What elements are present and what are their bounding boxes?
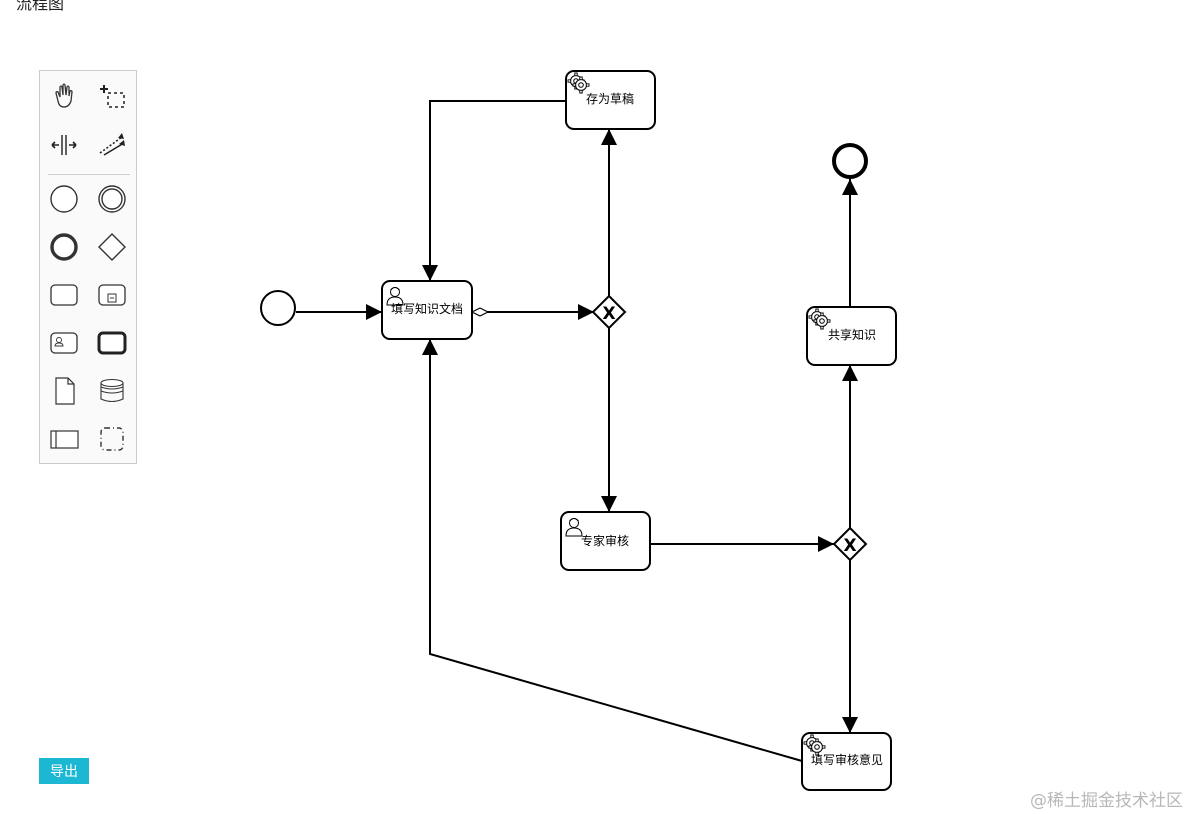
participant-icon[interactable] (46, 421, 82, 457)
call-activity-icon[interactable] (94, 325, 130, 361)
gateway-marker-1: X (602, 304, 615, 324)
exclusive-gateway-2[interactable]: X (832, 526, 868, 562)
task-expert-review[interactable]: 专家审核 (560, 511, 651, 571)
space-tool-icon[interactable] (46, 127, 82, 163)
watermark: @稀土掘金技术社区 (1030, 791, 1183, 811)
lasso-tool-icon[interactable] (94, 79, 130, 115)
gateway-icon[interactable] (94, 229, 130, 265)
tool-palette (39, 70, 137, 464)
palette-divider (48, 174, 130, 175)
flow-fillreview-to-fill[interactable] (422, 339, 803, 762)
task-save-draft-label: 存为草稿 (586, 91, 634, 106)
user-task-icon[interactable] (46, 325, 82, 361)
task-fill-review-label: 填写审核意见 (811, 752, 883, 767)
flow-draft-to-fill[interactable] (422, 100, 566, 281)
task-fill-doc-label: 填写知识文档 (391, 301, 463, 316)
hand-tool-icon[interactable] (46, 79, 82, 115)
start-event[interactable] (260, 290, 296, 326)
task-fill-doc[interactable]: 填写知识文档 (381, 280, 473, 340)
intermediate-event-icon[interactable] (94, 181, 130, 217)
task-icon[interactable] (46, 277, 82, 313)
data-object-icon[interactable] (46, 373, 82, 409)
gateway-marker-2: X (843, 536, 856, 556)
start-event-icon[interactable] (46, 181, 82, 217)
end-event-icon[interactable] (46, 229, 82, 265)
task-save-draft[interactable]: 存为草稿 (565, 70, 656, 130)
task-expert-review-label: 专家审核 (581, 533, 629, 548)
default-flow-marker (470, 307, 490, 317)
global-connect-tool-icon[interactable] (94, 127, 130, 163)
exclusive-gateway-1[interactable]: X (591, 294, 627, 330)
export-button[interactable]: 导出 (39, 758, 89, 784)
end-event[interactable] (832, 143, 868, 179)
subprocess-icon[interactable] (94, 277, 130, 313)
task-fill-review[interactable]: 填写审核意见 (801, 732, 892, 791)
page-title: 流程图 (16, 0, 65, 13)
task-share-knowledge[interactable]: 共享知识 (806, 306, 897, 366)
task-share-knowledge-label: 共享知识 (828, 327, 876, 342)
data-store-icon[interactable] (94, 373, 130, 409)
group-icon[interactable] (94, 421, 130, 457)
